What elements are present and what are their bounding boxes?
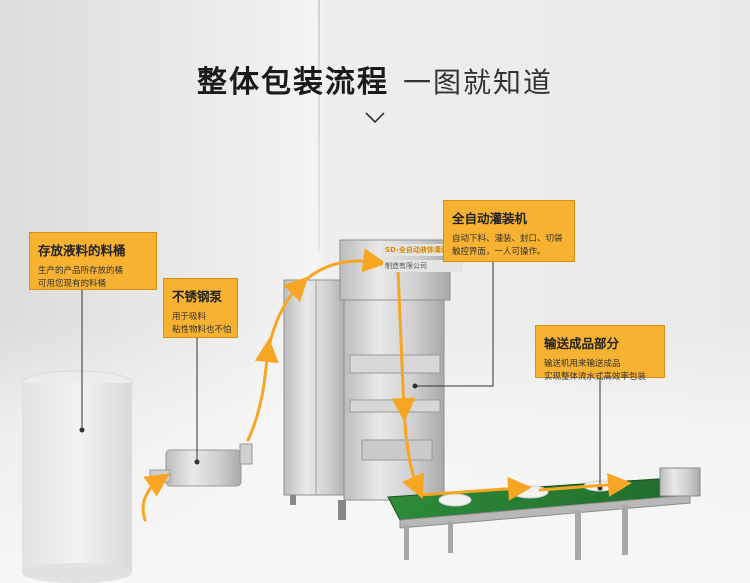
heading-main: 整体包装流程 — [196, 65, 389, 100]
heading-sub: 一图就知道 — [402, 66, 553, 99]
stainless-pump — [149, 443, 253, 487]
leader-dot — [194, 459, 200, 465]
callout-title: 输送成品部分 — [544, 336, 620, 351]
callout-line: 输送机用来输送成品 — [544, 359, 621, 369]
nameplate-line: 制造有限公司 — [383, 260, 463, 272]
chevron-down-icon — [365, 112, 385, 124]
callout-line: 用于吸料 — [172, 312, 207, 322]
callout-line: 粘性物料也不怕 — [172, 325, 232, 335]
flow-arrows — [141, 248, 632, 522]
callout-conveyor: 输送成品部分 输送机用来输送成品 实现整体流水式高效率包装 — [535, 325, 665, 382]
callout-line: 自动下料、灌装、封口、切袋 — [452, 234, 563, 244]
leader-lines — [81, 262, 601, 488]
callout-barrel: 存放液料的料桶 生产的产品所存放的桶 可用您现有的料桶 — [29, 232, 157, 290]
callout-line: 实现整体流水式高效率包装 — [544, 372, 647, 382]
leader-dot — [79, 427, 85, 433]
callout-line: 可用您现有的料桶 — [38, 279, 107, 289]
wall-corner — [318, 0, 320, 250]
callout-line: 触控界面，一人可操作。 — [452, 247, 546, 257]
callout-title: 全自动灌装机 — [452, 211, 528, 226]
callout-pump: 不锈钢泵 用于吸料 粘性物料也不怕 — [163, 278, 238, 338]
callout-title: 不锈钢泵 — [172, 289, 223, 304]
leader-dot — [412, 383, 418, 389]
callout-line: 生产的产品所存放的桶 — [38, 266, 124, 276]
barrel-drum — [21, 370, 133, 583]
callout-title: 存放液料的料桶 — [38, 243, 126, 258]
page-heading: 整体包装流程一图就知道 — [0, 57, 750, 101]
callout-filling-machine: 全自动灌装机 自动下料、灌装、封口、切袋 触控界面，一人可操作。 — [443, 200, 575, 262]
